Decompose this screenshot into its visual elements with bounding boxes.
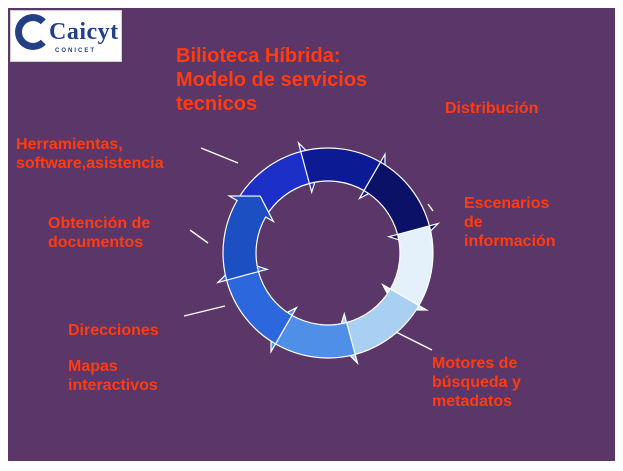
title-line-2: Modelo de servicios — [176, 69, 368, 91]
label-motores-line-1: Motores de — [432, 355, 518, 372]
label-herramientas: Herramientas, software,asistencia — [16, 135, 164, 173]
caicyt-logo: Caicyt CONICET — [10, 10, 122, 62]
pointer-line-obtencion — [189, 229, 209, 244]
cycle-arrow-4 — [381, 225, 434, 311]
cycle-arrow-6 — [270, 306, 356, 359]
label-motores: Motores de búsqueda y metadatos — [432, 354, 521, 411]
cycle-arrow-2 — [300, 147, 386, 200]
label-obtencion-line-1: Obtención de — [48, 215, 151, 232]
label-escenarios-line-2: de — [464, 214, 483, 231]
logo-wordmark: Caicyt — [49, 19, 119, 45]
cycle-arrow-8 — [222, 195, 275, 281]
pointer-line-escenarios — [427, 203, 434, 212]
label-escenarios: Escenarios de información — [464, 194, 556, 251]
pointer-lines — [183, 147, 434, 351]
label-obtencion: Obtención de documentos — [48, 214, 150, 252]
label-obtencion-line-2: documentos — [48, 234, 144, 251]
cycle-arrow-7 — [215, 260, 293, 345]
logo-c-mark — [15, 14, 51, 50]
slide: Caicyt CONICET Bilioteca Híbrida: Modelo… — [8, 8, 615, 461]
logo-subtitle: CONICET — [55, 48, 96, 54]
label-herramientas-line-2: software,asistencia — [16, 155, 164, 172]
label-motores-line-3: metadatos — [432, 393, 513, 410]
pointer-line-motores — [395, 331, 433, 351]
label-mapas-line-2: interactivos — [68, 377, 158, 394]
cycle-diagram — [183, 140, 441, 366]
label-escenarios-line-1: Escenarios — [464, 195, 550, 212]
title-line-1: Bilioteca Híbrida: — [176, 45, 341, 67]
label-herramientas-line-1: Herramientas, — [16, 136, 123, 153]
cycle-arrow-3 — [363, 161, 441, 246]
label-escenarios-line-3: información — [464, 233, 556, 250]
cycle-arrows — [215, 140, 441, 366]
pointer-line-herramientas — [200, 147, 239, 164]
cycle-arrow-5 — [335, 288, 420, 366]
label-distribucion: Distribución — [445, 100, 539, 117]
label-motores-line-2: búsqueda y — [432, 374, 521, 391]
pointer-line-direcciones — [183, 305, 226, 317]
slide-title: Bilioteca Híbrida: Modelo de servicios t… — [176, 44, 367, 116]
label-mapas-line-1: Mapas — [68, 358, 118, 375]
title-line-3: tecnicos — [176, 93, 258, 115]
label-mapas: Mapas interactivos — [68, 357, 158, 395]
label-direcciones: Direcciones — [68, 322, 159, 339]
